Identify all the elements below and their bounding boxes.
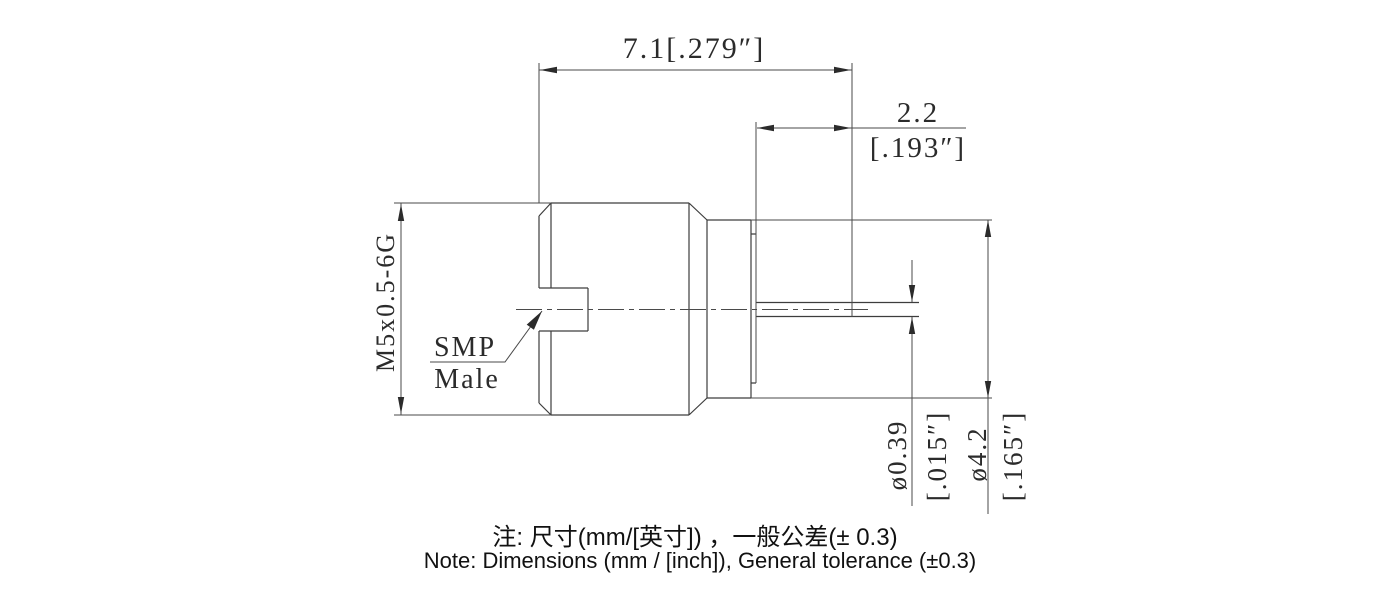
- overall-length-dim-lines: [538, 63, 853, 317]
- rear-section-outline: [706, 219, 752, 399]
- arrow-thread-top: [397, 204, 405, 221]
- note-chinese: 注: 尺寸(mm/[英寸]) ，一般公差(± 0.3): [492, 524, 897, 551]
- arrow-pinlen-right: [834, 124, 851, 132]
- pin-dia-inch-text: [.015″]: [922, 411, 952, 501]
- bead-outline: [751, 233, 756, 384]
- thread-spec-text: M5x0.5-6G: [371, 232, 400, 372]
- pin-length-inch-text: [.193″]: [870, 132, 966, 164]
- interface-label-line1: SMP: [434, 332, 496, 363]
- pin-outline: [756, 301, 919, 318]
- smp-leader-line: [430, 310, 543, 363]
- part-outline: [516, 202, 919, 416]
- pin-length-dim-lines: [755, 122, 966, 383]
- thread-dim-lines: [394, 202, 551, 416]
- pin-dia-mm-text: ø0.39: [882, 420, 912, 491]
- notes: 注: 尺寸(mm/[英寸]) ，一般公差(± 0.3) Note: Dimens…: [424, 524, 977, 573]
- arrow-pindia-up: [908, 317, 916, 334]
- dimension-texts: 7.1[.279″] 2.2 [.193″] M5x0.5-6G ø0.39 […: [371, 32, 1028, 501]
- arrowheads: [397, 66, 992, 414]
- pin-length-mm-text: 2.2: [897, 97, 939, 129]
- body-dia-inch-text: [.165″]: [998, 411, 1028, 501]
- overall-length-text: 7.1[.279″]: [623, 32, 765, 65]
- arrow-pinlen-left: [757, 124, 774, 132]
- note-english: Note: Dimensions (mm / [inch]), General …: [424, 548, 977, 573]
- arrow-thread-bottom: [397, 397, 405, 414]
- arrow-bodydia-down: [984, 381, 992, 398]
- arrow-overall-left: [540, 66, 557, 74]
- arrow-smp-leader: [526, 311, 542, 330]
- arrow-overall-right: [834, 66, 851, 74]
- arrow-pindia-down: [908, 285, 916, 302]
- body-dia-mm-text: ø4.2: [962, 426, 992, 481]
- arrow-bodydia-up: [984, 220, 992, 237]
- interface-label-line2: Male: [434, 364, 500, 395]
- dimension-lines: [394, 63, 992, 514]
- body-dia-dim-lines: [751, 219, 992, 514]
